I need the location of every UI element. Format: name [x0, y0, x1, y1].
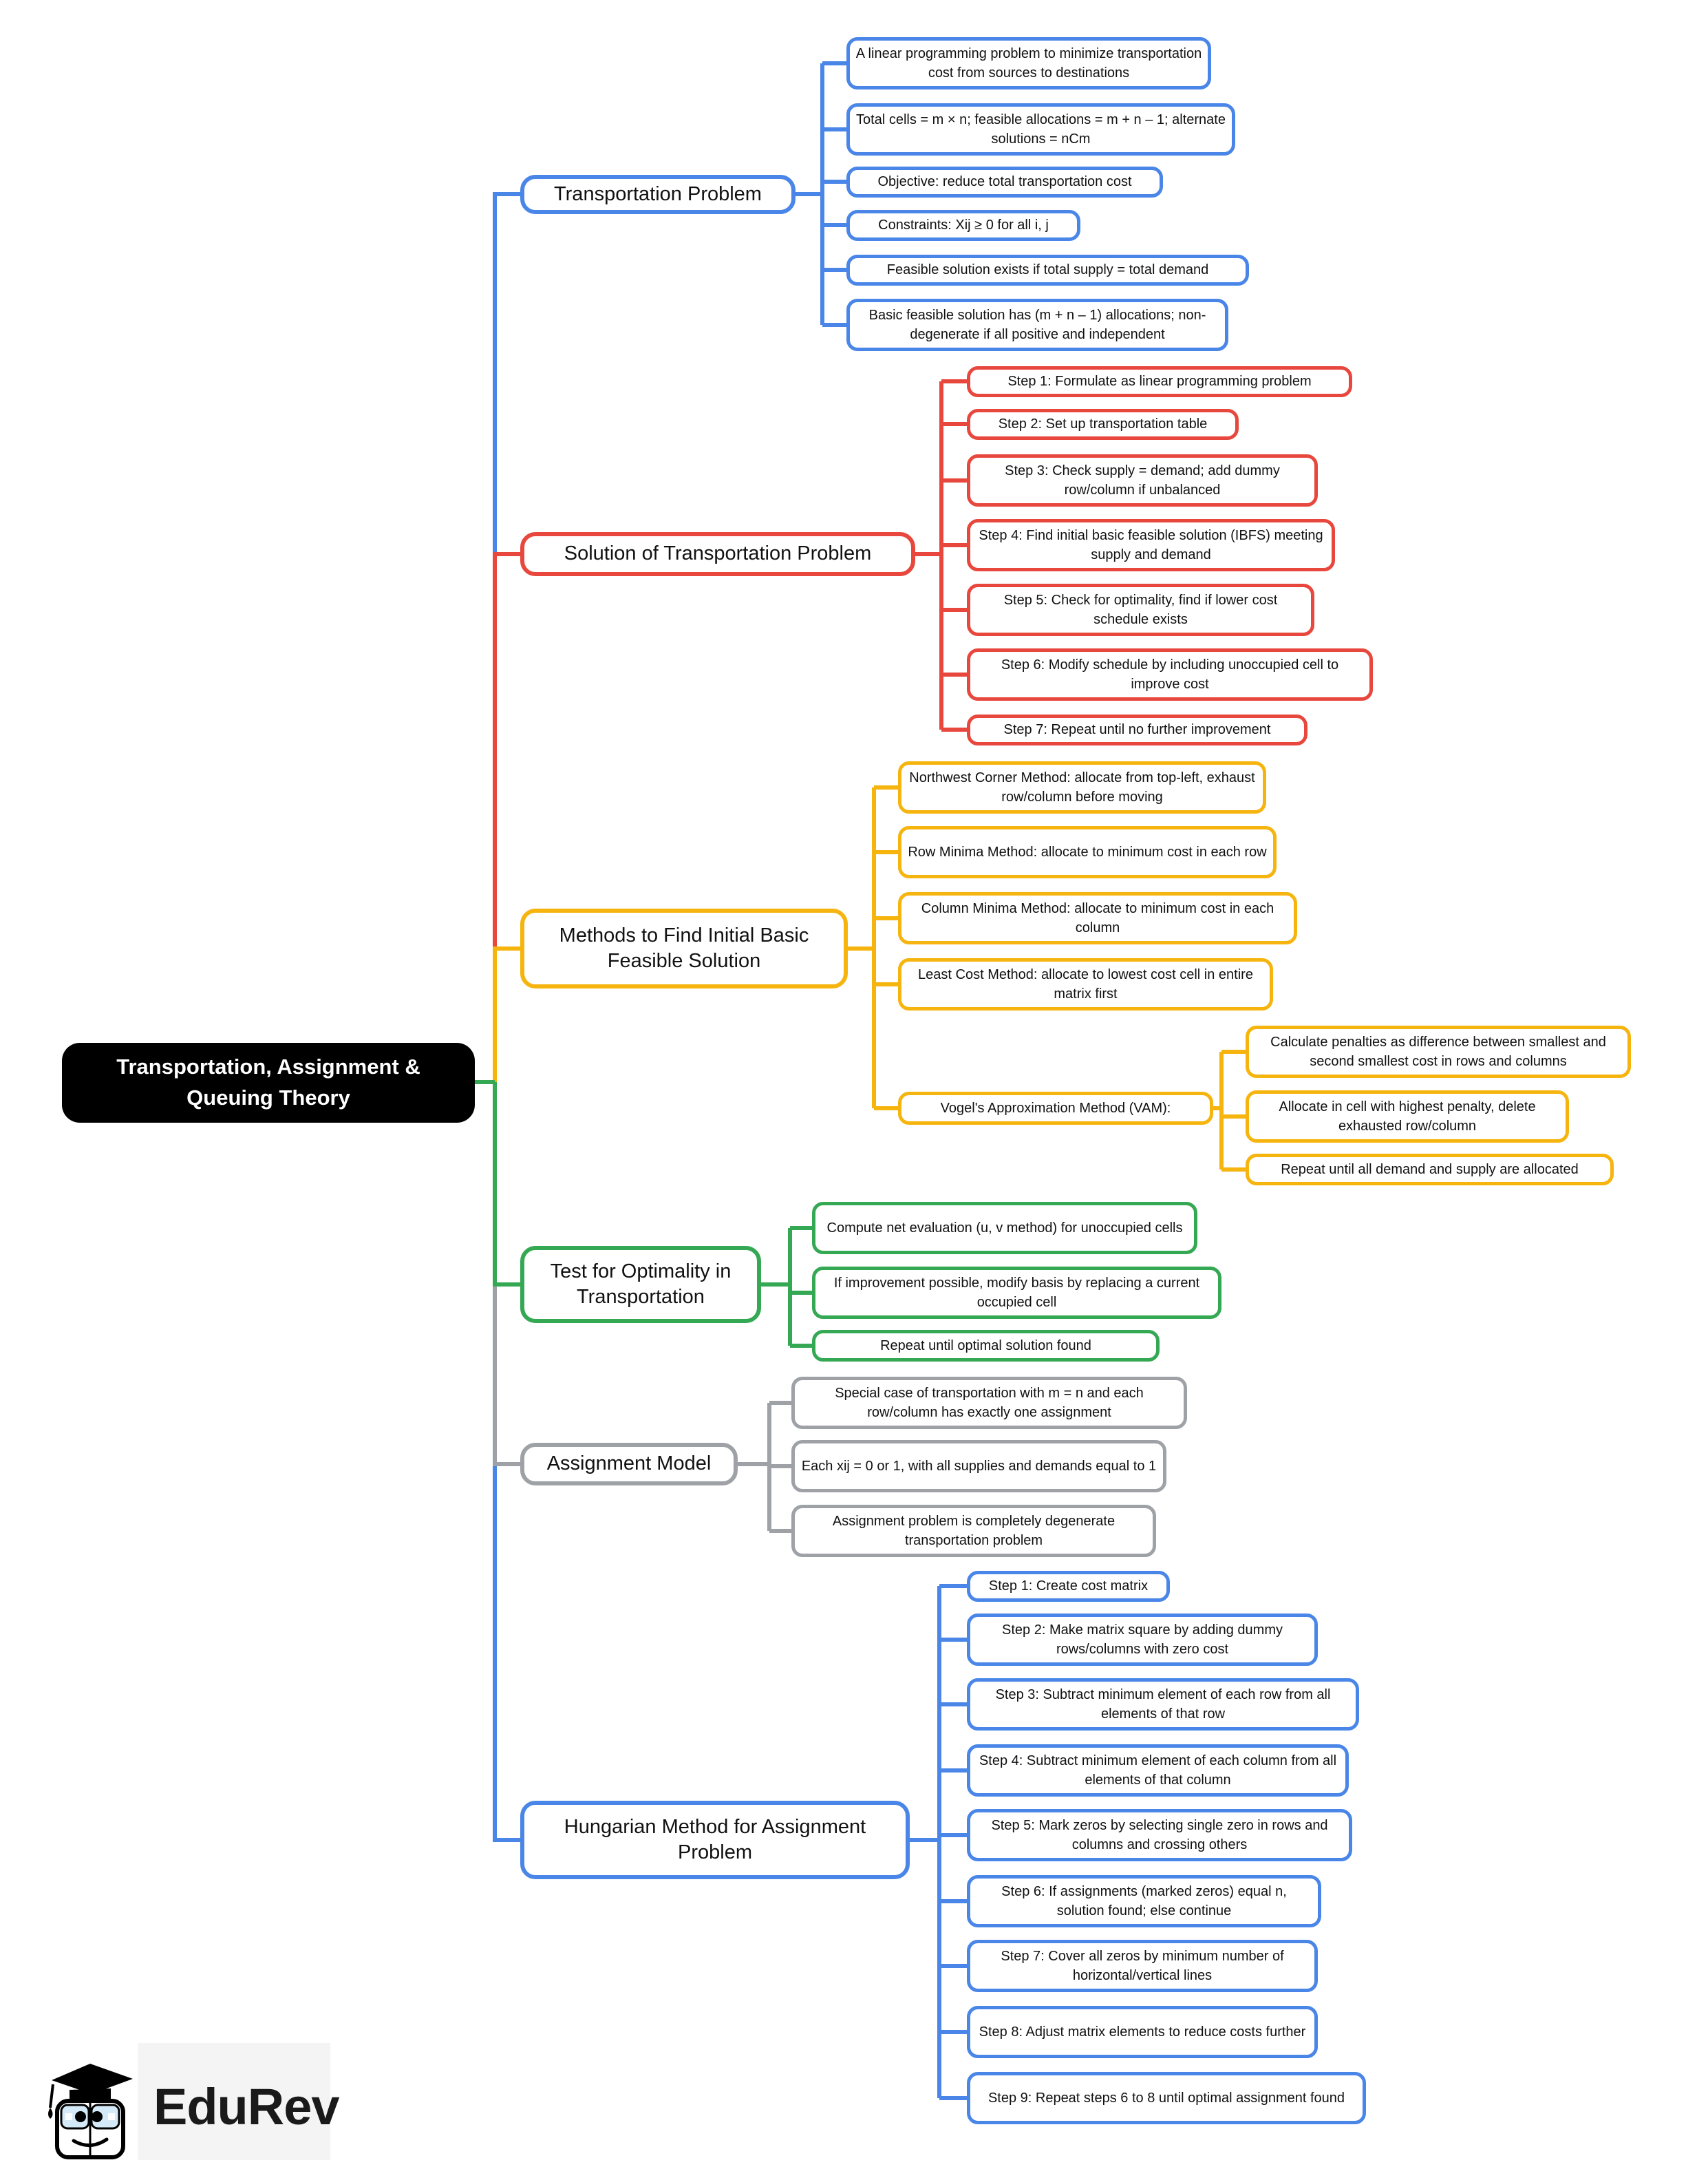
node-hungarian-step-2: Step 2: Make matrix square by adding dum… — [967, 1613, 1318, 1666]
node-vam: Vogel's Approximation Method (VAM): — [898, 1092, 1213, 1125]
node-degenerate: Assignment problem is completely degener… — [791, 1505, 1156, 1557]
edurev-logo-text: EduRev — [153, 2077, 340, 2135]
connector-branch-methods — [493, 946, 520, 1082]
transportation-child-connectors — [796, 61, 846, 327]
branch-transportation-problem: Transportation Problem — [520, 175, 796, 214]
node-repeat-optimal: Repeat until optimal solution found — [812, 1330, 1160, 1362]
node-solution-step-5: Step 5: Check for optimality, find if lo… — [967, 584, 1314, 636]
node-feasible-solution: Feasible solution exists if total supply… — [846, 255, 1249, 286]
trunk-connectors — [475, 192, 520, 1842]
node-row-minima: Row Minima Method: allocate to minimum c… — [898, 826, 1277, 878]
node-lp-definition: A linear programming problem to minimize… — [846, 37, 1211, 89]
node-least-cost: Least Cost Method: allocate to lowest co… — [898, 958, 1273, 1011]
node-objective: Objective: reduce total transportation c… — [846, 167, 1163, 198]
node-hungarian-step-3: Step 3: Subtract minimum element of each… — [967, 1678, 1359, 1731]
node-hungarian-step-8: Step 8: Adjust matrix elements to reduce… — [967, 2006, 1318, 2058]
node-basic-feasible: Basic feasible solution has (m + n – 1) … — [846, 299, 1228, 351]
methods-child-connectors — [848, 785, 1246, 1172]
node-constraints: Constraints: Xij ≥ 0 for all i, j — [846, 210, 1080, 241]
node-hungarian-step-9: Step 9: Repeat steps 6 to 8 until optima… — [967, 2072, 1366, 2124]
node-hungarian-step-7: Step 7: Cover all zeros by minimum numbe… — [967, 1940, 1318, 1992]
edurev-mascot-icon — [48, 2064, 133, 2159]
root-node: Transportation, Assignment & Queuing The… — [62, 1043, 475, 1123]
node-solution-step-7: Step 7: Repeat until no further improvem… — [967, 715, 1307, 745]
node-solution-step-2: Step 2: Set up transportation table — [967, 409, 1239, 440]
branch-solution-of-transportation: Solution of Transportation Problem — [520, 532, 915, 576]
node-hungarian-step-5: Step 5: Mark zeros by selecting single z… — [967, 1809, 1352, 1861]
node-vam-repeat: Repeat until all demand and supply are a… — [1246, 1154, 1614, 1185]
branch-assignment-model: Assignment Model — [520, 1443, 738, 1485]
connector-branch-solution — [493, 552, 520, 1082]
branch-methods-ibfs: Methods to Find Initial Basic Feasible S… — [520, 909, 848, 988]
branch-hungarian-method: Hungarian Method for Assignment Problem — [520, 1801, 910, 1879]
solution-child-connectors — [915, 379, 967, 732]
node-vam-penalties: Calculate penalties as difference betwee… — [1246, 1026, 1631, 1078]
node-solution-step-1: Step 1: Formulate as linear programming … — [967, 366, 1352, 397]
node-column-minima: Column Minima Method: allocate to minimu… — [898, 892, 1297, 944]
node-xij-binary: Each xij = 0 or 1, with all supplies and… — [791, 1440, 1166, 1492]
branch-test-optimality: Test for Optimality in Transportation — [520, 1246, 761, 1323]
node-solution-step-6: Step 6: Modify schedule by including uno… — [967, 648, 1373, 701]
node-hungarian-step-6: Step 6: If assignments (marked zeros) eq… — [967, 1875, 1321, 1927]
node-special-case: Special case of transportation with m = … — [791, 1377, 1187, 1429]
node-solution-step-3: Step 3: Check supply = demand; add dummy… — [967, 454, 1318, 507]
connector-branch-optimality — [493, 1082, 520, 1287]
node-hungarian-step-1: Step 1: Create cost matrix — [967, 1571, 1170, 1602]
connector-branch-assignment — [493, 1082, 520, 1466]
edurev-logo: EduRev — [38, 2051, 340, 2161]
connector-branch-hungarian — [493, 1082, 520, 1842]
node-net-evaluation: Compute net evaluation (u, v method) for… — [812, 1202, 1197, 1254]
node-vam-allocate: Allocate in cell with highest penalty, d… — [1246, 1090, 1569, 1143]
logo-backdrop — [138, 2043, 330, 2160]
node-solution-step-4: Step 4: Find initial basic feasible solu… — [967, 519, 1335, 571]
node-total-cells: Total cells = m × n; feasible allocation… — [846, 103, 1235, 156]
assignment-child-connectors — [738, 1401, 791, 1533]
node-hungarian-step-4: Step 4: Subtract minimum element of each… — [967, 1744, 1349, 1797]
optimality-child-connectors — [761, 1226, 812, 1348]
node-modify-basis: If improvement possible, modify basis by… — [812, 1267, 1221, 1319]
hungarian-child-connectors — [910, 1584, 967, 2100]
node-northwest-corner: Northwest Corner Method: allocate from t… — [898, 761, 1266, 814]
